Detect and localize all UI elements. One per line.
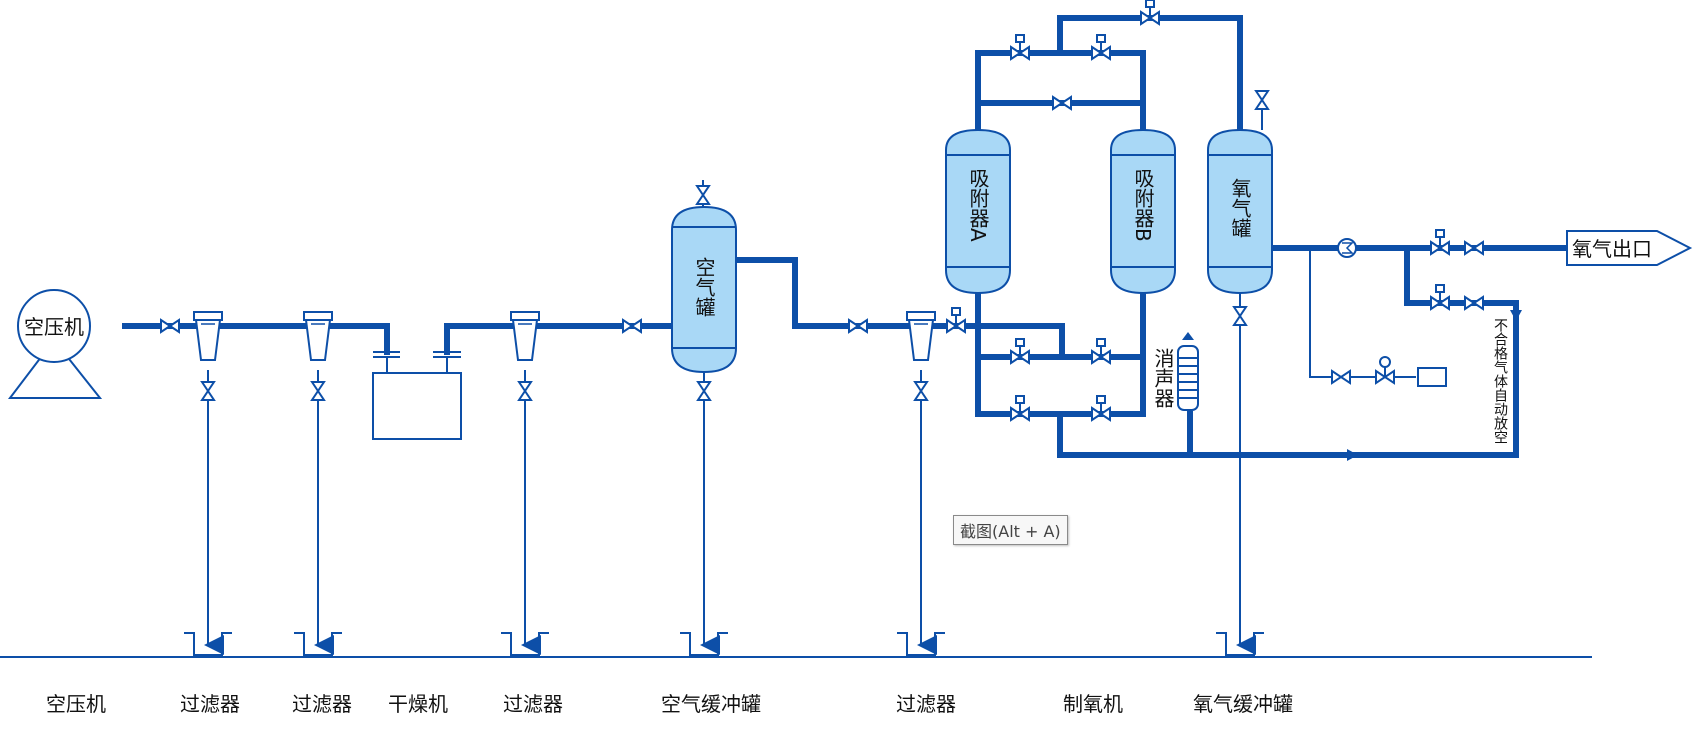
bottom-label-compressor: 空压机 [46,692,106,716]
adsorber-a: 吸附器A [945,128,1011,295]
air-tank: 空气罐 [671,205,737,374]
muffler: 消声器 [1151,332,1199,411]
bottom-labels: 空压机 过滤器 过滤器 干燥机 过滤器 空气缓冲罐 过滤器 制氧机 氧气缓冲罐 [46,692,1293,716]
air-tank-label: 空气罐 [692,257,716,317]
flow-meter [1337,238,1357,258]
adsorber-b: 吸附器B [1110,128,1176,295]
dryer [372,351,462,440]
air-compressor: 空压机 [7,289,103,399]
bottom-label-filter-3: 过滤器 [503,692,563,716]
adsorber-a-label: 吸附器A [966,168,990,242]
bottom-label-filter-4: 过滤器 [896,692,956,716]
filter-4 [906,311,936,361]
filter-3 [510,311,540,361]
vent-label: 不合格气体自动放空 [1492,318,1508,444]
screenshot-tooltip: 截图(Alt + A) [953,515,1068,545]
muffler-label: 消声器 [1151,348,1175,408]
bottom-label-dryer: 干燥机 [388,692,448,716]
pressure-valve [1375,356,1395,384]
adsorber-b-label: 吸附器B [1131,168,1155,242]
compressor-label: 空压机 [24,315,84,339]
main-pipeline [122,15,1570,458]
thin-pipes [204,105,1447,655]
filter-1 [193,311,223,361]
bottom-label-air-buffer: 空气缓冲罐 [661,692,761,716]
valves [160,0,1484,421]
bottom-label-oxygen-generator: 制氧机 [1063,692,1123,716]
oxygen-tank: 氧气罐 [1207,128,1273,295]
bottom-label-oxygen-buffer: 氧气缓冲罐 [1193,692,1293,716]
bottom-label-filter-1: 过滤器 [180,692,240,716]
oxygen-outlet: 氧气出口 [1566,230,1693,266]
outlet-label: 氧气出口 [1572,237,1652,261]
bottom-label-filter-2: 过滤器 [292,692,352,716]
filter-2 [303,311,333,361]
oxygen-tank-label: 氧气罐 [1228,178,1252,238]
